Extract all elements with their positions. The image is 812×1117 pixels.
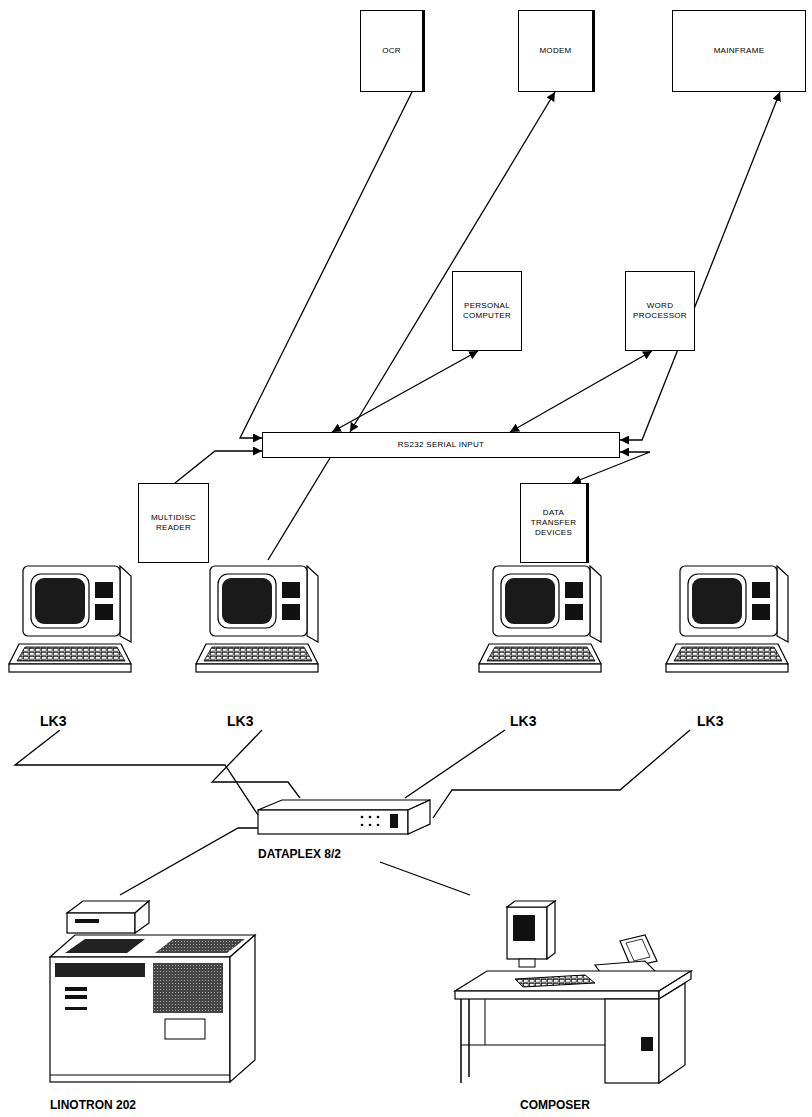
connector-line <box>405 730 505 798</box>
connector-line <box>175 451 262 483</box>
equipment-node: LINOTRON 202 <box>45 895 260 1113</box>
device-box: WORD PROCESSOR <box>625 271 695 351</box>
connector-line <box>620 92 780 440</box>
equipment-node: LK3 <box>192 560 322 730</box>
device-box: PERSONAL COMPUTER <box>452 271 522 351</box>
box-label: RS232 SERIAL INPUT <box>398 440 484 450</box>
equipment-label: DATAPLEX 8/2 <box>258 847 341 862</box>
connector-line <box>240 92 412 438</box>
box-label: MODEM <box>539 46 571 56</box>
device-box: OCR <box>360 10 425 92</box>
connector-line <box>268 458 330 560</box>
equipment-node: DATAPLEX 8/2 <box>258 798 433 862</box>
equipment-node: LK3 <box>662 560 792 730</box>
connector-line <box>212 730 300 798</box>
box-label: DATA TRANSFER DEVICES <box>524 508 583 538</box>
equipment-label: LK3 <box>697 713 723 730</box>
device-box: MAINFRAME <box>672 10 806 92</box>
connector-line <box>332 351 478 432</box>
box-label: MAINFRAME <box>714 46 765 56</box>
equipment-label: LK3 <box>227 713 253 730</box>
equipment-node: LK3 <box>475 560 605 730</box>
equipment-label: LK3 <box>510 713 536 730</box>
box-label: WORD PROCESSOR <box>629 301 691 321</box>
device-box: MULTIDISC READER <box>138 483 209 563</box>
connector-line <box>350 92 555 432</box>
connector-line <box>120 828 258 895</box>
device-box: MODEM <box>518 10 595 92</box>
equipment-label: COMPOSER <box>520 1098 590 1113</box>
connector-line <box>380 862 470 895</box>
equipment-node: COMPOSER <box>445 895 695 1113</box>
equipment-label: LK3 <box>40 713 66 730</box>
box-label: MULTIDISC READER <box>142 513 205 533</box>
device-box: DATA TRANSFER DEVICES <box>520 483 589 563</box>
equipment-label: LINOTRON 202 <box>50 1098 136 1113</box>
equipment-node: LK3 <box>5 560 135 730</box>
box-label: OCR <box>382 46 401 56</box>
box-label: PERSONAL COMPUTER <box>456 301 518 321</box>
device-box: RS232 SERIAL INPUT <box>262 432 620 458</box>
connector-line <box>510 351 652 432</box>
connector-line <box>433 730 690 818</box>
